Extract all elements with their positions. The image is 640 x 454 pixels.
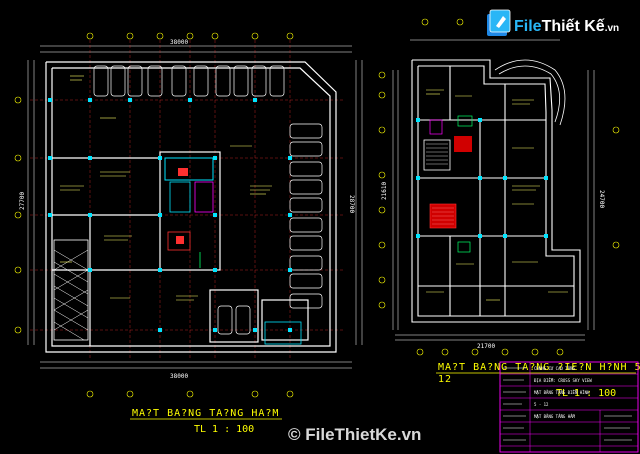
- basement-cars-top: [93, 65, 285, 97]
- basement-ramp: [53, 239, 89, 341]
- typical-curved-balcony: [494, 59, 566, 126]
- basement-dim-right: 28700: [348, 195, 355, 213]
- svg-text:FileThiết Kế.vn: FileThiết Kế.vn: [514, 18, 619, 35]
- basement-columns: [48, 98, 292, 332]
- typical-grid-bubbles: [378, 18, 620, 356]
- watermark-brand-vn: .vn: [605, 23, 619, 34]
- title-block-line2: ĐỊA ĐIỂM: CROSS SKY VIEW: [534, 378, 592, 383]
- watermark-logo: FileThiết Kế.vn: [487, 9, 619, 36]
- basement-dim-top: 38000: [170, 39, 188, 46]
- basement-dim-left: 27700: [19, 192, 26, 210]
- basement-walls: [45, 61, 337, 353]
- typical-dim-right: 24700: [598, 190, 605, 208]
- typical-columns: [416, 118, 548, 238]
- typical-title-line2: 12: [438, 374, 452, 385]
- typical-core: [423, 115, 473, 253]
- title-block-small-text: [503, 367, 632, 441]
- typical-dim-bottom: 21700: [477, 343, 495, 350]
- typical-dim-lines: [392, 39, 595, 341]
- basement-cars-right: [289, 123, 323, 309]
- basement-title: MA?T BA?NG TA?NG HA?M: [132, 408, 279, 419]
- basement-grid-bubbles: [14, 32, 294, 398]
- basement-plan: 38000 38000 27700 28700: [14, 32, 363, 435]
- watermark-brand-file: File: [514, 18, 542, 35]
- title-block-line4: 5 - 12: [534, 402, 549, 407]
- title-block-line3: MẶT BẰNG TẦNG ĐIỂN HÌNH: [534, 390, 590, 395]
- typical-scale: TL 1 : 100: [556, 388, 616, 399]
- typical-walls: [411, 59, 581, 323]
- basement-scale: TL 1 : 100: [194, 424, 254, 435]
- basement-notes: [60, 75, 272, 301]
- basement-cars-bottom: [217, 305, 251, 335]
- typical-notes: [426, 89, 568, 301]
- typical-dim-left: 21610: [381, 182, 388, 200]
- basement-core: [164, 157, 302, 345]
- typical-title-line1: MA?T BA?NG TA?NG ?IE?N H?NH 5: [438, 362, 640, 373]
- title-block-line5: MẶT BẰNG TẦNG HẦM: [534, 414, 576, 419]
- basement-grid: [30, 40, 345, 360]
- basement-dim-bottom: 38000: [170, 373, 188, 380]
- title-block: CHUNG CƯ CAO TẦNG ĐỊA ĐIỂM: CROSS SKY VI…: [499, 361, 639, 453]
- watermark-bottom: © FileThietKe.vn: [288, 425, 421, 444]
- file-folder-icon: [487, 9, 511, 36]
- typical-floor-plan: 21700 21610 24700: [378, 18, 640, 399]
- basement-dim-lines: [27, 45, 363, 369]
- watermark-brand-thietke: Thiết Kế: [542, 18, 605, 35]
- title-block-line1: CHUNG CƯ CAO TẦNG: [534, 366, 576, 371]
